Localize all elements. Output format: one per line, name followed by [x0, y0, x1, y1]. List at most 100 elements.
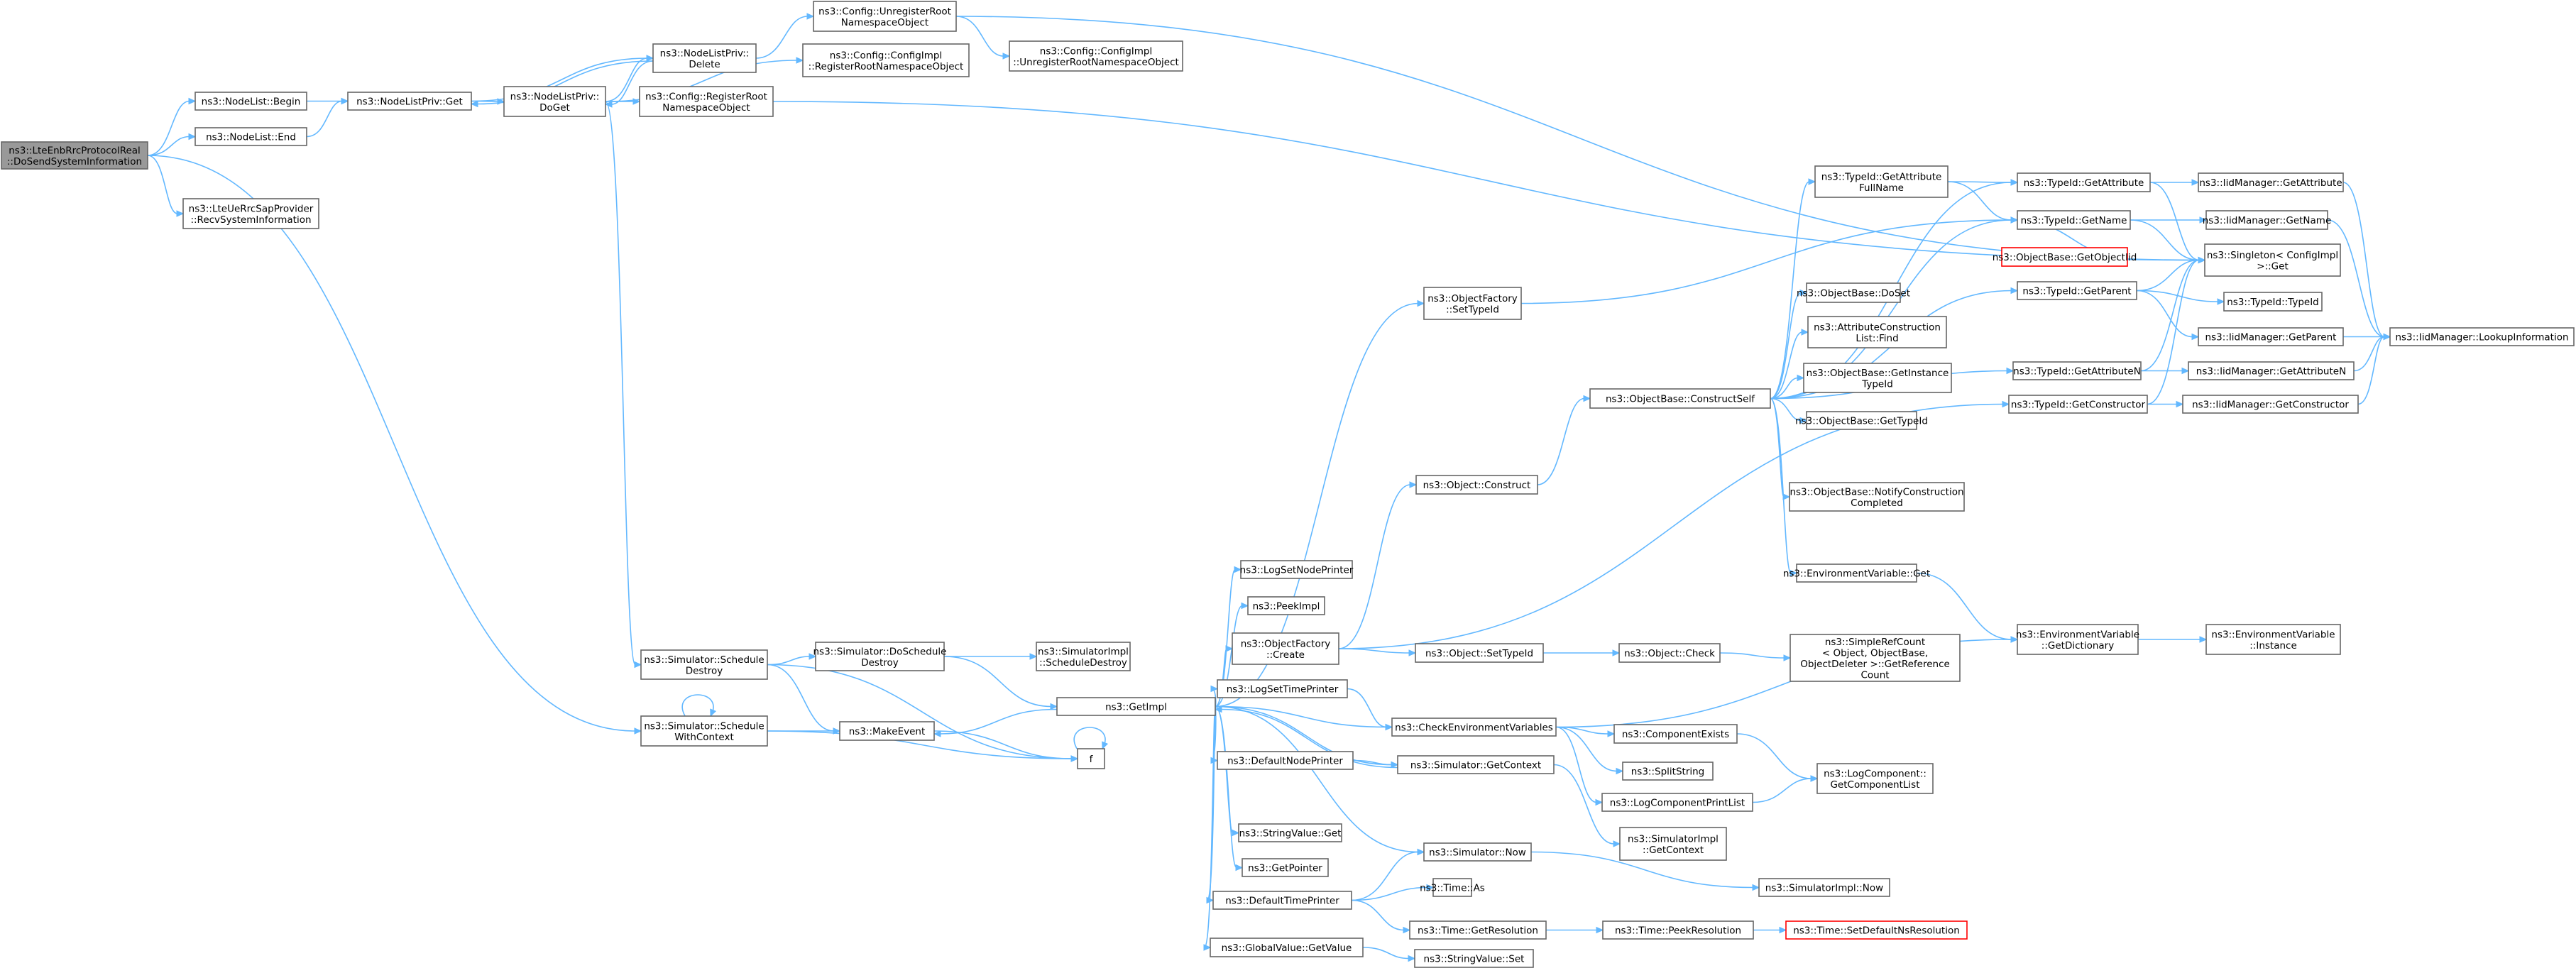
node-logcomp-getlist[interactable]: ns3::LogComponent::GetComponentList — [1816, 763, 1934, 794]
node-label-line: ns3::LogComponentPrintList — [1610, 798, 1745, 809]
call-edges — [147, 13, 2391, 962]
node-default-time-printer[interactable]: ns3::DefaultTimePrinter — [1212, 891, 1352, 910]
node-cfgimpl-reg[interactable]: ns3::Config::ConfigImpl::RegisterRootNam… — [802, 43, 970, 77]
node-iid-getparent[interactable]: ns3::IidManager::GetParent — [2198, 327, 2344, 346]
node-typeid-typeid[interactable]: ns3::TypeId::TypeId — [2223, 292, 2323, 312]
node-typeid-getparent[interactable]: ns3::TypeId::GetParent — [2017, 281, 2137, 300]
node-of-settypeid[interactable]: ns3::ObjectFactory::SetTypeId — [1423, 287, 1522, 320]
arrowhead — [1779, 926, 1787, 934]
node-ob-notify[interactable]: ns3::ObjectBase::NotifyConstructionCompl… — [1789, 482, 1965, 512]
node-iid-getattrn[interactable]: ns3::IidManager::GetAttributeN — [2188, 361, 2355, 380]
arrowhead — [2191, 179, 2200, 186]
node-typeid-getattr[interactable]: ns3::TypeId::GetAttribute — [2017, 172, 2151, 192]
node-time-as[interactable]: ns3::Time::As — [1420, 878, 1485, 897]
node-label-line: ns3::TypeId::GetParent — [2022, 286, 2131, 297]
node-env-get[interactable]: ns3::EnvironmentVariable::Get — [1783, 564, 1930, 583]
node-time-getres[interactable]: ns3::Time::GetResolution — [1409, 920, 1547, 940]
arrowhead — [1385, 723, 1393, 731]
node-box — [1814, 165, 1949, 198]
node-get-pointer[interactable]: ns3::GetPointer — [1242, 858, 1329, 877]
arrowhead — [1070, 755, 1079, 762]
node-nlp-doget[interactable]: ns3::NodeListPriv::DoGet — [503, 86, 606, 117]
node-time-setdefault[interactable]: ns3::Time::SetDefaultNsResolution — [1785, 920, 1968, 940]
call-edge-f-to-f — [1073, 727, 1109, 750]
node-log-node-printer[interactable]: ns3::LogSetNodePrinter — [1240, 560, 1354, 579]
node-get-impl[interactable]: ns3::GetImpl — [1056, 697, 1216, 716]
node-time-peekres[interactable]: ns3::Time::PeekResolution — [1602, 920, 1754, 940]
node-ob-gettypeid[interactable]: ns3::ObjectBase::GetTypeId — [1795, 411, 1928, 430]
node-box — [1816, 763, 1934, 794]
node-iid-getctor[interactable]: ns3::IidManager::GetConstructor — [2182, 395, 2359, 414]
node-ob-constructself[interactable]: ns3::ObjectBase::ConstructSelf — [1589, 388, 1771, 409]
node-env-getdict[interactable]: ns3::EnvironmentVariable::GetDictionary — [2016, 624, 2139, 655]
node-nlp-get[interactable]: ns3::NodeListPriv::Get — [347, 92, 472, 111]
call-edge-nlp_delete-to-cfg_unreg — [755, 13, 815, 59]
node-sched-destroy[interactable]: ns3::Simulator::ScheduleDestroy — [640, 649, 768, 680]
call-edge-get_impl-to-global_value_get — [1203, 705, 1216, 951]
node-obj-construct[interactable]: ns3::Object::Construct — [1415, 475, 1538, 495]
node-f[interactable]: f — [1077, 748, 1105, 769]
call-edge-get_impl-to-get_pointer — [1215, 705, 1244, 872]
arrowhead — [2010, 216, 2019, 224]
node-simimpl-now[interactable]: ns3::SimulatorImpl::Now — [1758, 878, 1890, 897]
node-simimpl-sched-destroy[interactable]: ns3::SimulatorImpl::ScheduleDestroy — [1036, 642, 1131, 671]
node-label-line: ns3::NodeList::Begin — [202, 97, 301, 108]
node-cfg-unreg[interactable]: ns3::Config::UnregisterRootNamespaceObje… — [813, 1, 957, 32]
node-simple-ref[interactable]: ns3::SimpleRefCount< Object, ObjectBase,… — [1790, 634, 1961, 682]
node-check-env[interactable]: ns3::CheckEnvironmentVariables — [1391, 718, 1557, 737]
node-sim-getcontext[interactable]: ns3::Simulator::GetContext — [1397, 755, 1555, 774]
node-recv-sys[interactable]: ns3::LteUeRrcSapProvider::RecvSystemInfo… — [182, 198, 319, 229]
node-ob-doset[interactable]: ns3::ObjectBase::DoSet — [1797, 282, 1910, 303]
node-cfg-reg[interactable]: ns3::Config::RegisterRootNamespaceObject — [639, 86, 774, 117]
node-nl-begin[interactable]: ns3::NodeList::Begin — [194, 92, 307, 111]
node-obj-settypeid[interactable]: ns3::Object::SetTypeId — [1415, 643, 1544, 663]
node-split-string[interactable]: ns3::SplitString — [1622, 762, 1714, 781]
node-iid-getname[interactable]: ns3::IidManager::GetName — [2203, 210, 2332, 230]
arrowhead — [1616, 767, 1624, 775]
node-ob-getobjectiid[interactable]: ns3::ObjectBase::GetObjectIid — [1993, 247, 2137, 267]
node-comp-exists[interactable]: ns3::ComponentExists — [1613, 724, 1738, 744]
node-label-line: ns3::ObjectBase::GetTypeId — [1795, 416, 1928, 427]
arrowhead — [1799, 289, 1808, 297]
node-iid-lookup[interactable]: ns3::IidManager::LookupInformation — [2389, 327, 2575, 346]
node-simimpl-getctx[interactable]: ns3::SimulatorImpl::GetContext — [1619, 827, 1727, 861]
node-global-value-get[interactable]: ns3::GlobalValue::GetValue — [1210, 938, 1364, 957]
node-string-value-set[interactable]: ns3::StringValue::Set — [1414, 949, 1534, 968]
node-default-node-printer[interactable]: ns3::DefaultNodePrinter — [1217, 751, 1354, 770]
node-box — [1602, 920, 1754, 940]
call-edge-obj_settypeid-to-obj_check — [1542, 649, 1621, 656]
arrowhead — [2002, 400, 2010, 408]
arrowhead — [2199, 636, 2208, 643]
node-sim-now[interactable]: ns3::Simulator::Now — [1423, 842, 1532, 862]
node-typeid-getctor[interactable]: ns3::TypeId::GetConstructor — [2008, 395, 2148, 414]
node-label-line: ns3::Object::Construct — [1423, 480, 1531, 491]
node-peek-impl[interactable]: ns3::PeekImpl — [1247, 596, 1325, 615]
node-box — [2205, 210, 2328, 230]
node-singleton-get[interactable]: ns3::Singleton< ConfigImpl >::Get — [2204, 243, 2341, 277]
node-iid-getattr[interactable]: ns3::IidManager::GetAttribute — [2198, 172, 2344, 192]
node-box — [1409, 920, 1547, 940]
node-label-line: ns3::Simulator::DoSchedule — [813, 646, 947, 657]
node-log-comp-print[interactable]: ns3::LogComponentPrintList — [1601, 793, 1753, 812]
node-log-time-printer[interactable]: ns3::LogSetTimePrinter — [1217, 679, 1348, 698]
node-nl-end[interactable]: ns3::NodeList::End — [194, 127, 307, 146]
node-string-value-get[interactable]: ns3::StringValue::Get — [1238, 823, 1342, 842]
node-typeid-getattrn[interactable]: ns3::TypeId::GetAttributeN — [2012, 361, 2142, 380]
node-label-line: ns3::GetImpl — [1105, 702, 1167, 713]
node-make-event[interactable]: ns3::MakeEvent — [839, 721, 935, 741]
node-obj-check[interactable]: ns3::Object::Check — [1618, 643, 1721, 663]
node-nlp-delete[interactable]: ns3::NodeListPriv::Delete — [652, 43, 757, 73]
call-edge-sched_ctx-to-sched_ctx — [681, 694, 717, 718]
node-cfgimpl-unreg[interactable]: ns3::Config::ConfigImpl::UnregisterRootN… — [1009, 40, 1183, 72]
call-edge-do_sched_destroy-to-get_impl — [943, 656, 1058, 710]
node-box — [1613, 724, 1738, 744]
node-env-instance[interactable]: ns3::EnvironmentVariable::Instance — [2205, 624, 2341, 655]
node-of-create[interactable]: ns3::ObjectFactory::Create — [1232, 632, 1339, 665]
node-typeid-getname[interactable]: ns3::TypeId::GetName — [2017, 210, 2131, 230]
